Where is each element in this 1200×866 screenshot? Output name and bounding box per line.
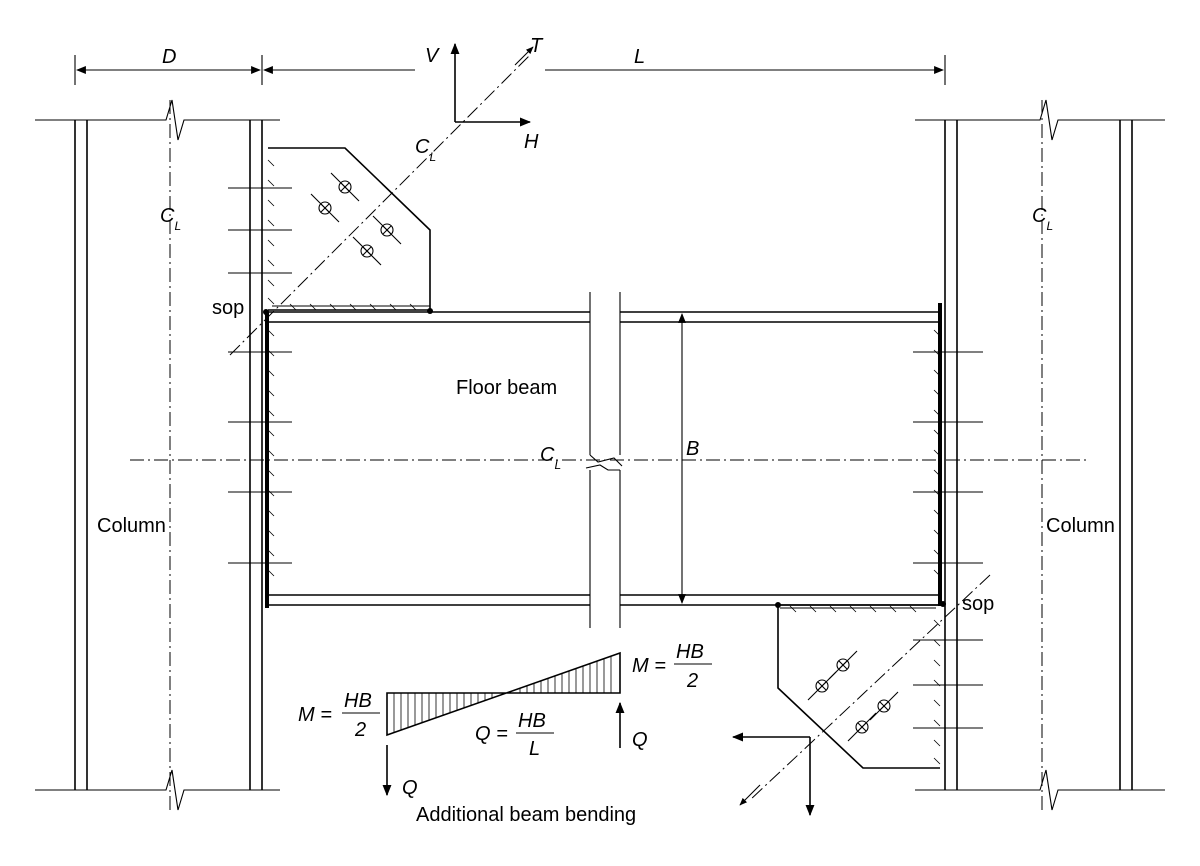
left-column-label: Column: [97, 515, 166, 537]
gusset-bolt: [847, 712, 877, 742]
gusset-bolt: [869, 691, 899, 721]
left-column: [35, 99, 280, 811]
shear-denominator: L: [529, 738, 540, 760]
right-column: [915, 99, 1165, 811]
moment-left-numerator: HB: [344, 690, 372, 712]
gusset-bolt: [372, 215, 402, 245]
Q-left-label: Q: [402, 777, 418, 799]
right-column-centerline-label: CL: [1032, 205, 1053, 233]
axis-H-label: H: [524, 131, 539, 153]
axis-V-label: V: [425, 45, 440, 67]
gusset-top-left: [263, 147, 433, 315]
shear-numerator: HB: [518, 710, 546, 732]
left-column-centerline-label: CL: [160, 205, 181, 233]
brace-centerline-lower: [749, 574, 991, 801]
brace-centerline-label: CL: [415, 136, 436, 164]
caption: Additional beam bending: [416, 804, 636, 826]
gusset-bolt: [352, 236, 382, 266]
sop-label-top: sop: [212, 297, 244, 319]
moment-diagram: [342, 651, 712, 797]
axis-T-label: T: [530, 35, 544, 57]
dim-B-label: B: [686, 438, 699, 460]
gusset-bolt: [330, 172, 360, 202]
gusset-bottom-right: [749, 574, 991, 801]
beam-centerline-label: CL: [540, 444, 561, 472]
dim-D-label: D: [162, 46, 176, 68]
shear-Q-eq: Q =: [475, 723, 508, 745]
moment-left-M: M =: [298, 704, 332, 726]
dim-L-label: L: [634, 46, 645, 68]
force-axes-bottom: [731, 732, 815, 817]
floor-beam-label: Floor beam: [456, 377, 557, 399]
sop-label-bottom: sop: [962, 593, 994, 615]
floor-beam: [130, 292, 1090, 628]
right-end-plate-bolts: [913, 351, 983, 729]
moment-right-denominator: 2: [686, 670, 698, 692]
moment-right-numerator: HB: [676, 641, 704, 663]
right-column-label: Column: [1046, 515, 1115, 537]
gusset-bolt: [310, 193, 340, 223]
dimension-L: [263, 55, 946, 85]
dimension-D: [74, 55, 263, 85]
gusset-bolt: [807, 671, 837, 701]
Q-right-label: Q: [632, 729, 648, 751]
end-plate-welds: [267, 329, 941, 577]
moment-left-denominator: 2: [354, 719, 366, 741]
moment-right-M: M =: [632, 655, 666, 677]
force-axes-top: [229, 42, 534, 356]
left-end-plate-bolts: [228, 187, 292, 564]
